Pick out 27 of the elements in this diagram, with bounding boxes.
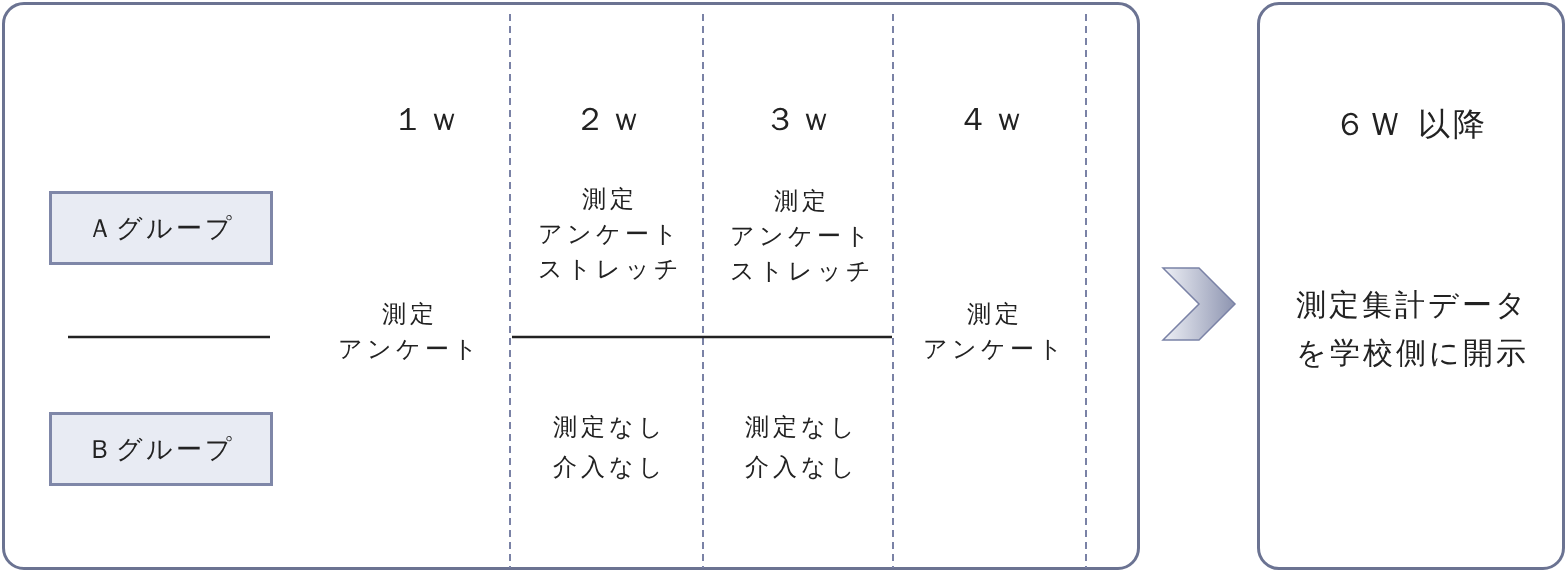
info-panel — [1257, 2, 1565, 570]
cell-text: アンケート — [338, 335, 482, 364]
group-box — [49, 191, 273, 265]
timeline-panel — [2, 2, 1140, 570]
cell-text: 測定 — [774, 187, 830, 216]
group-box — [49, 412, 273, 486]
cell-text: アンケート — [923, 335, 1067, 364]
column-heading: ６Ｗ 以降 — [1333, 104, 1489, 145]
cell-text: ストレッチ — [537, 255, 683, 284]
cell-text: アンケート — [730, 222, 874, 251]
cell-text: 測定なし — [745, 413, 859, 442]
chevron-arrow — [1161, 267, 1237, 341]
cell-text: 介入なし — [745, 453, 859, 482]
cell-text: 測定なし — [553, 413, 667, 442]
week-heading: ２ｗ — [574, 100, 646, 139]
cell-text: ストレッチ — [729, 257, 875, 286]
group-label: Ａグループ — [87, 211, 235, 245]
cell-text: 測定 — [382, 300, 438, 329]
week-heading: １ｗ — [392, 100, 464, 139]
week-heading: ４ｗ — [957, 100, 1029, 139]
cell-text: 測定 — [582, 185, 638, 214]
week-heading: ３ｗ — [764, 100, 836, 139]
cell-text: 介入なし — [553, 453, 667, 482]
cell-text: アンケート — [538, 220, 682, 249]
group-label: Ｂグループ — [87, 432, 235, 466]
cell-text: 測定 — [967, 300, 1023, 329]
panel-text: 測定集計データを学校側に開示 — [1296, 286, 1530, 372]
